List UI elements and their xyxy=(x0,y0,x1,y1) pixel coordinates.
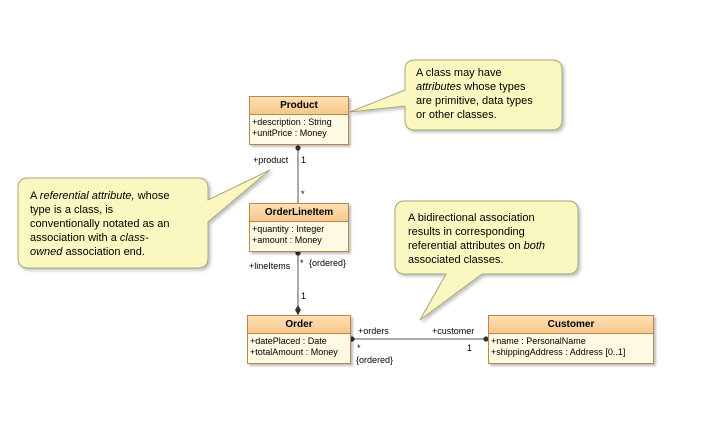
product-role-label: +product xyxy=(253,155,289,165)
orderlineitem-class[interactable]: OrderLineItem +quantity : Integer +amoun… xyxy=(249,203,349,252)
note-text: association with a xyxy=(30,232,120,244)
note-emphasis: both xyxy=(523,240,545,252)
note-emphasis: referential attribute, xyxy=(39,190,135,202)
note-line: A referential attribute, whose xyxy=(30,189,169,203)
customer-attribute: +name : PersonalName xyxy=(491,336,586,346)
note-emphasis: attributes xyxy=(416,81,462,93)
note-text: association end. xyxy=(62,246,145,258)
referential-note-bubble xyxy=(17,169,271,269)
orders-role-label: +orders xyxy=(358,326,389,336)
customer-ownership-dot xyxy=(483,336,489,342)
customer-multiplicity: 1 xyxy=(467,343,473,353)
referential-note: A referential attribute, whose type is a… xyxy=(30,189,169,259)
customer-class[interactable]: Customer +name : PersonalName +shippingA… xyxy=(488,315,654,364)
product-attribute: +description : String xyxy=(252,117,332,127)
orders-multiplicity: * xyxy=(357,343,361,353)
note-line: conventionally notated as an xyxy=(30,218,170,230)
order-multiplicity-top: 1 xyxy=(301,291,307,301)
lineitems-multiplicity: * xyxy=(300,258,304,268)
note-text: referential attributes on xyxy=(408,240,524,252)
note-line: referential attributes on both xyxy=(408,239,545,253)
note-line: are primitive, data types xyxy=(416,95,533,107)
order-attribute: +totalAmount : Money xyxy=(250,347,338,357)
customer-class-name: Customer xyxy=(489,316,653,334)
note-line: association with a class- xyxy=(30,231,169,245)
note-text: whose xyxy=(134,190,170,202)
orderlineitem-class-name: OrderLineItem xyxy=(250,204,348,222)
attributes-note-bubble xyxy=(349,59,563,131)
lineitems-role-label: +lineItems xyxy=(249,261,291,271)
orderlineitem-attribute: +quantity : Integer xyxy=(252,224,325,234)
product-class[interactable]: Product +description : String +unitPrice… xyxy=(249,96,349,145)
product-ownership-dot xyxy=(295,145,301,151)
attributes-note: A class may have attributes whose types … xyxy=(416,66,533,122)
orderlineitem-multiplicity-top: * xyxy=(301,189,305,199)
note-line: type is a class, is xyxy=(30,204,114,216)
bidirectional-note-bubble xyxy=(394,200,579,321)
note-text: whose types xyxy=(461,81,526,93)
customer-attribute: +shippingAddress : Address [0..1] xyxy=(491,347,626,357)
order-composition-diamond xyxy=(295,305,301,315)
orders-ordered-constraint: {ordered} xyxy=(356,355,394,365)
order-class-name: Order xyxy=(248,316,350,334)
product-attribute: +unitPrice : Money xyxy=(252,128,327,138)
orderlineitem-attribute: +amount : Money xyxy=(252,235,322,245)
order-attribute: +datePlaced : Date xyxy=(250,336,327,346)
note-emphasis: owned xyxy=(30,246,63,258)
note-line: or other classes. xyxy=(416,109,497,121)
note-emphasis: class- xyxy=(119,232,149,244)
note-line: owned association end. xyxy=(30,245,169,259)
customer-role-label: +customer xyxy=(432,326,475,336)
note-text: A xyxy=(30,190,40,202)
note-line: results in corresponding xyxy=(408,226,525,238)
note-line: A class may have xyxy=(416,67,502,79)
product-class-name: Product xyxy=(250,97,348,115)
product-multiplicity: 1 xyxy=(301,155,307,165)
order-class[interactable]: Order +datePlaced : Date +totalAmount : … xyxy=(247,315,351,364)
note-line: associated classes. xyxy=(408,254,504,266)
note-line: attributes whose types xyxy=(416,80,533,94)
bidirectional-note: A bidirectional association results in c… xyxy=(408,211,545,267)
lineitems-ordered-constraint: {ordered} xyxy=(309,258,347,268)
note-line: A bidirectional association xyxy=(408,212,535,224)
